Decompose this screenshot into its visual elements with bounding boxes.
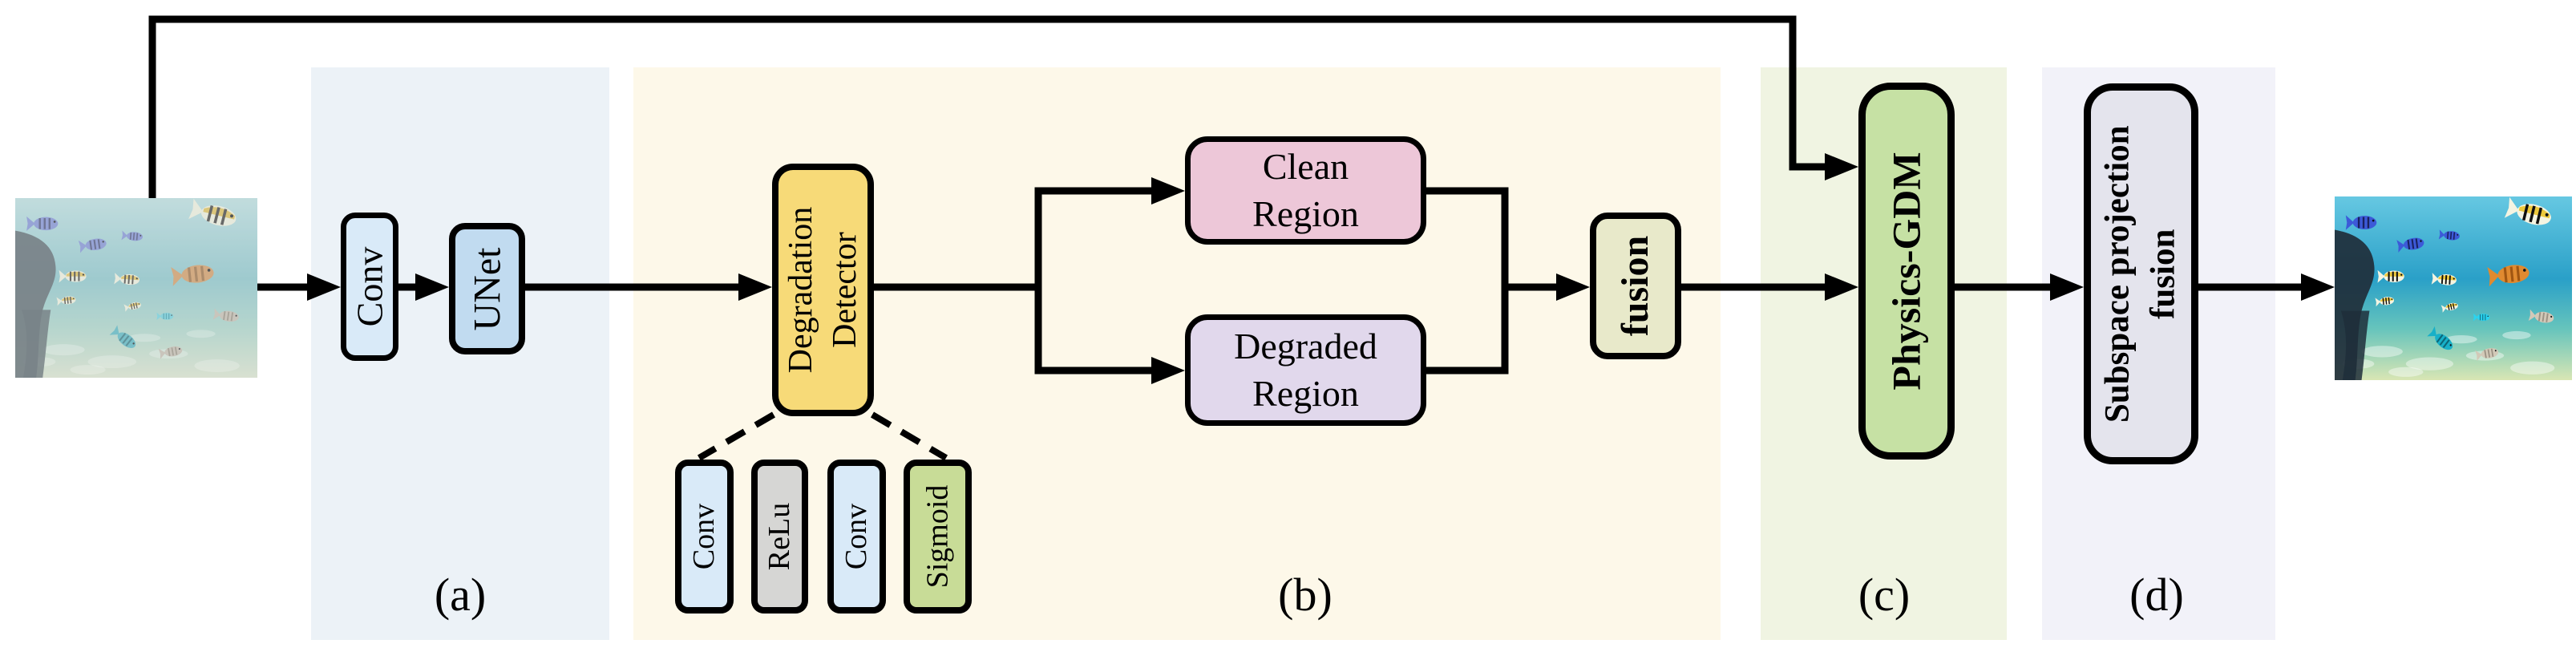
detector-layer-conv1: Conv	[675, 460, 734, 614]
output-underwater-scene	[2335, 196, 2572, 380]
detector-expand-dashed-right	[870, 411, 948, 461]
degradation-detector-block: Degradation Detector	[772, 164, 874, 416]
arrowhead-into-conv	[307, 273, 341, 301]
subspace-projection-fusion-label: Subspace projection fusion	[2098, 125, 2182, 423]
section-label-b: (b)	[1278, 569, 1332, 621]
fusion-block-label: fusion	[1614, 235, 1657, 337]
input-underwater-scene	[15, 198, 257, 378]
clean-region-block: Clean Region	[1185, 136, 1426, 245]
degraded-region-block: Degraded Region	[1185, 314, 1426, 426]
degraded-region-label: Degraded Region	[1234, 325, 1377, 414]
arrowhead-skip-into-physics	[1825, 153, 1858, 180]
detector-expand-dashed-left	[697, 411, 776, 461]
arrowhead-into-degraded	[1151, 357, 1185, 384]
detector-layer-conv1-label: Conv	[687, 503, 722, 570]
arrowhead-into-fusion	[1556, 273, 1590, 301]
detector-layer-sigmoid: Sigmoid	[904, 460, 972, 614]
section-label-d: (d)	[2129, 569, 2184, 621]
arrowhead-into-physics	[1825, 273, 1858, 301]
detector-layer-relu: ReLu	[751, 460, 808, 614]
fusion-block: fusion	[1590, 213, 1681, 359]
section-label-c: (c)	[1858, 569, 1911, 621]
physics-gdm-label: Physics-GDM	[1884, 152, 1930, 391]
clean-region-label: Clean Region	[1252, 145, 1359, 234]
subspace-projection-fusion-block: Subspace projection fusion	[2084, 83, 2198, 464]
unet-block: UNet	[449, 223, 525, 354]
output-underwater-image	[2335, 196, 2572, 380]
detector-layer-relu-label: ReLu	[762, 502, 797, 571]
input-underwater-image	[15, 198, 257, 378]
physics-gdm-block: Physics-GDM	[1858, 83, 1955, 460]
arrowhead-into-detector	[738, 273, 772, 301]
detector-layer-conv2: Conv	[827, 460, 886, 614]
conv-block: Conv	[341, 213, 398, 361]
arrowhead-into-subspace	[2050, 273, 2084, 301]
unet-block-label: UNet	[466, 247, 508, 330]
detector-layer-sigmoid-label: Sigmoid	[920, 484, 955, 589]
detector-layer-conv2-label: Conv	[839, 503, 874, 570]
arrowhead-into-unet	[415, 273, 449, 301]
arrowhead-into-clean	[1151, 177, 1185, 205]
conv-block-label: Conv	[349, 246, 390, 327]
skip-connection-line	[148, 15, 1835, 202]
degradation-detector-label: Degradation Detector	[782, 206, 863, 374]
section-label-a: (a)	[434, 569, 487, 621]
arrowhead-into-output	[2301, 273, 2335, 301]
